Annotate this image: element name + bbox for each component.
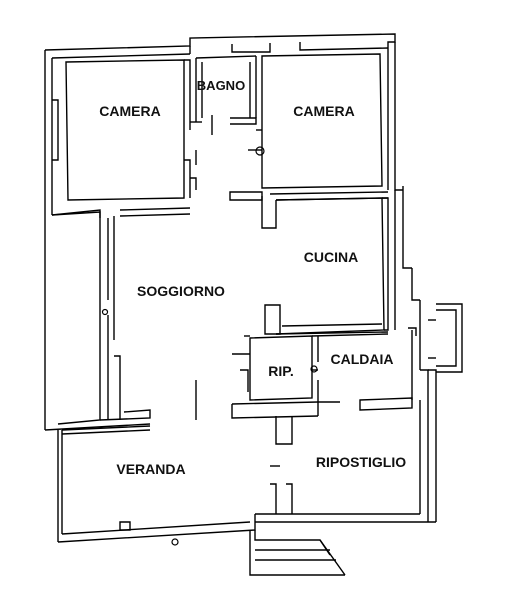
- cucina-walls: [264, 197, 389, 335]
- soggiorno-walls: [44, 211, 151, 431]
- room-label-rip: RIP.: [268, 363, 293, 379]
- outer-walls: [44, 33, 437, 543]
- room-label-cucina: CUCINA: [304, 249, 358, 265]
- fixture-circle-icon: [101, 308, 109, 316]
- room-label-ripostiglio: RIPOSTIGLIO: [316, 454, 406, 470]
- room-label-camera-right: CAMERA: [293, 103, 354, 119]
- entry-steps: [249, 530, 346, 576]
- bagno-walls: [190, 55, 257, 190]
- camera-left-walls: [51, 59, 191, 218]
- caldaia-walls: [311, 327, 417, 416]
- room-label-camera-left: CAMERA: [99, 103, 160, 119]
- veranda-walls: [61, 380, 293, 531]
- fixture-circle-icon: [255, 146, 265, 156]
- fixture-circle-icon: [310, 365, 318, 373]
- balcony-right: [428, 303, 463, 373]
- fixture-circle-icon: [171, 538, 179, 546]
- room-label-bagno: BAGNO: [197, 78, 245, 93]
- room-label-veranda: VERANDA: [116, 461, 185, 477]
- room-label-caldaia: CALDAIA: [331, 351, 394, 367]
- room-label-soggiorno: SOGGIORNO: [137, 283, 225, 299]
- rip-walls: [231, 335, 319, 419]
- camera-right-walls: [229, 53, 389, 229]
